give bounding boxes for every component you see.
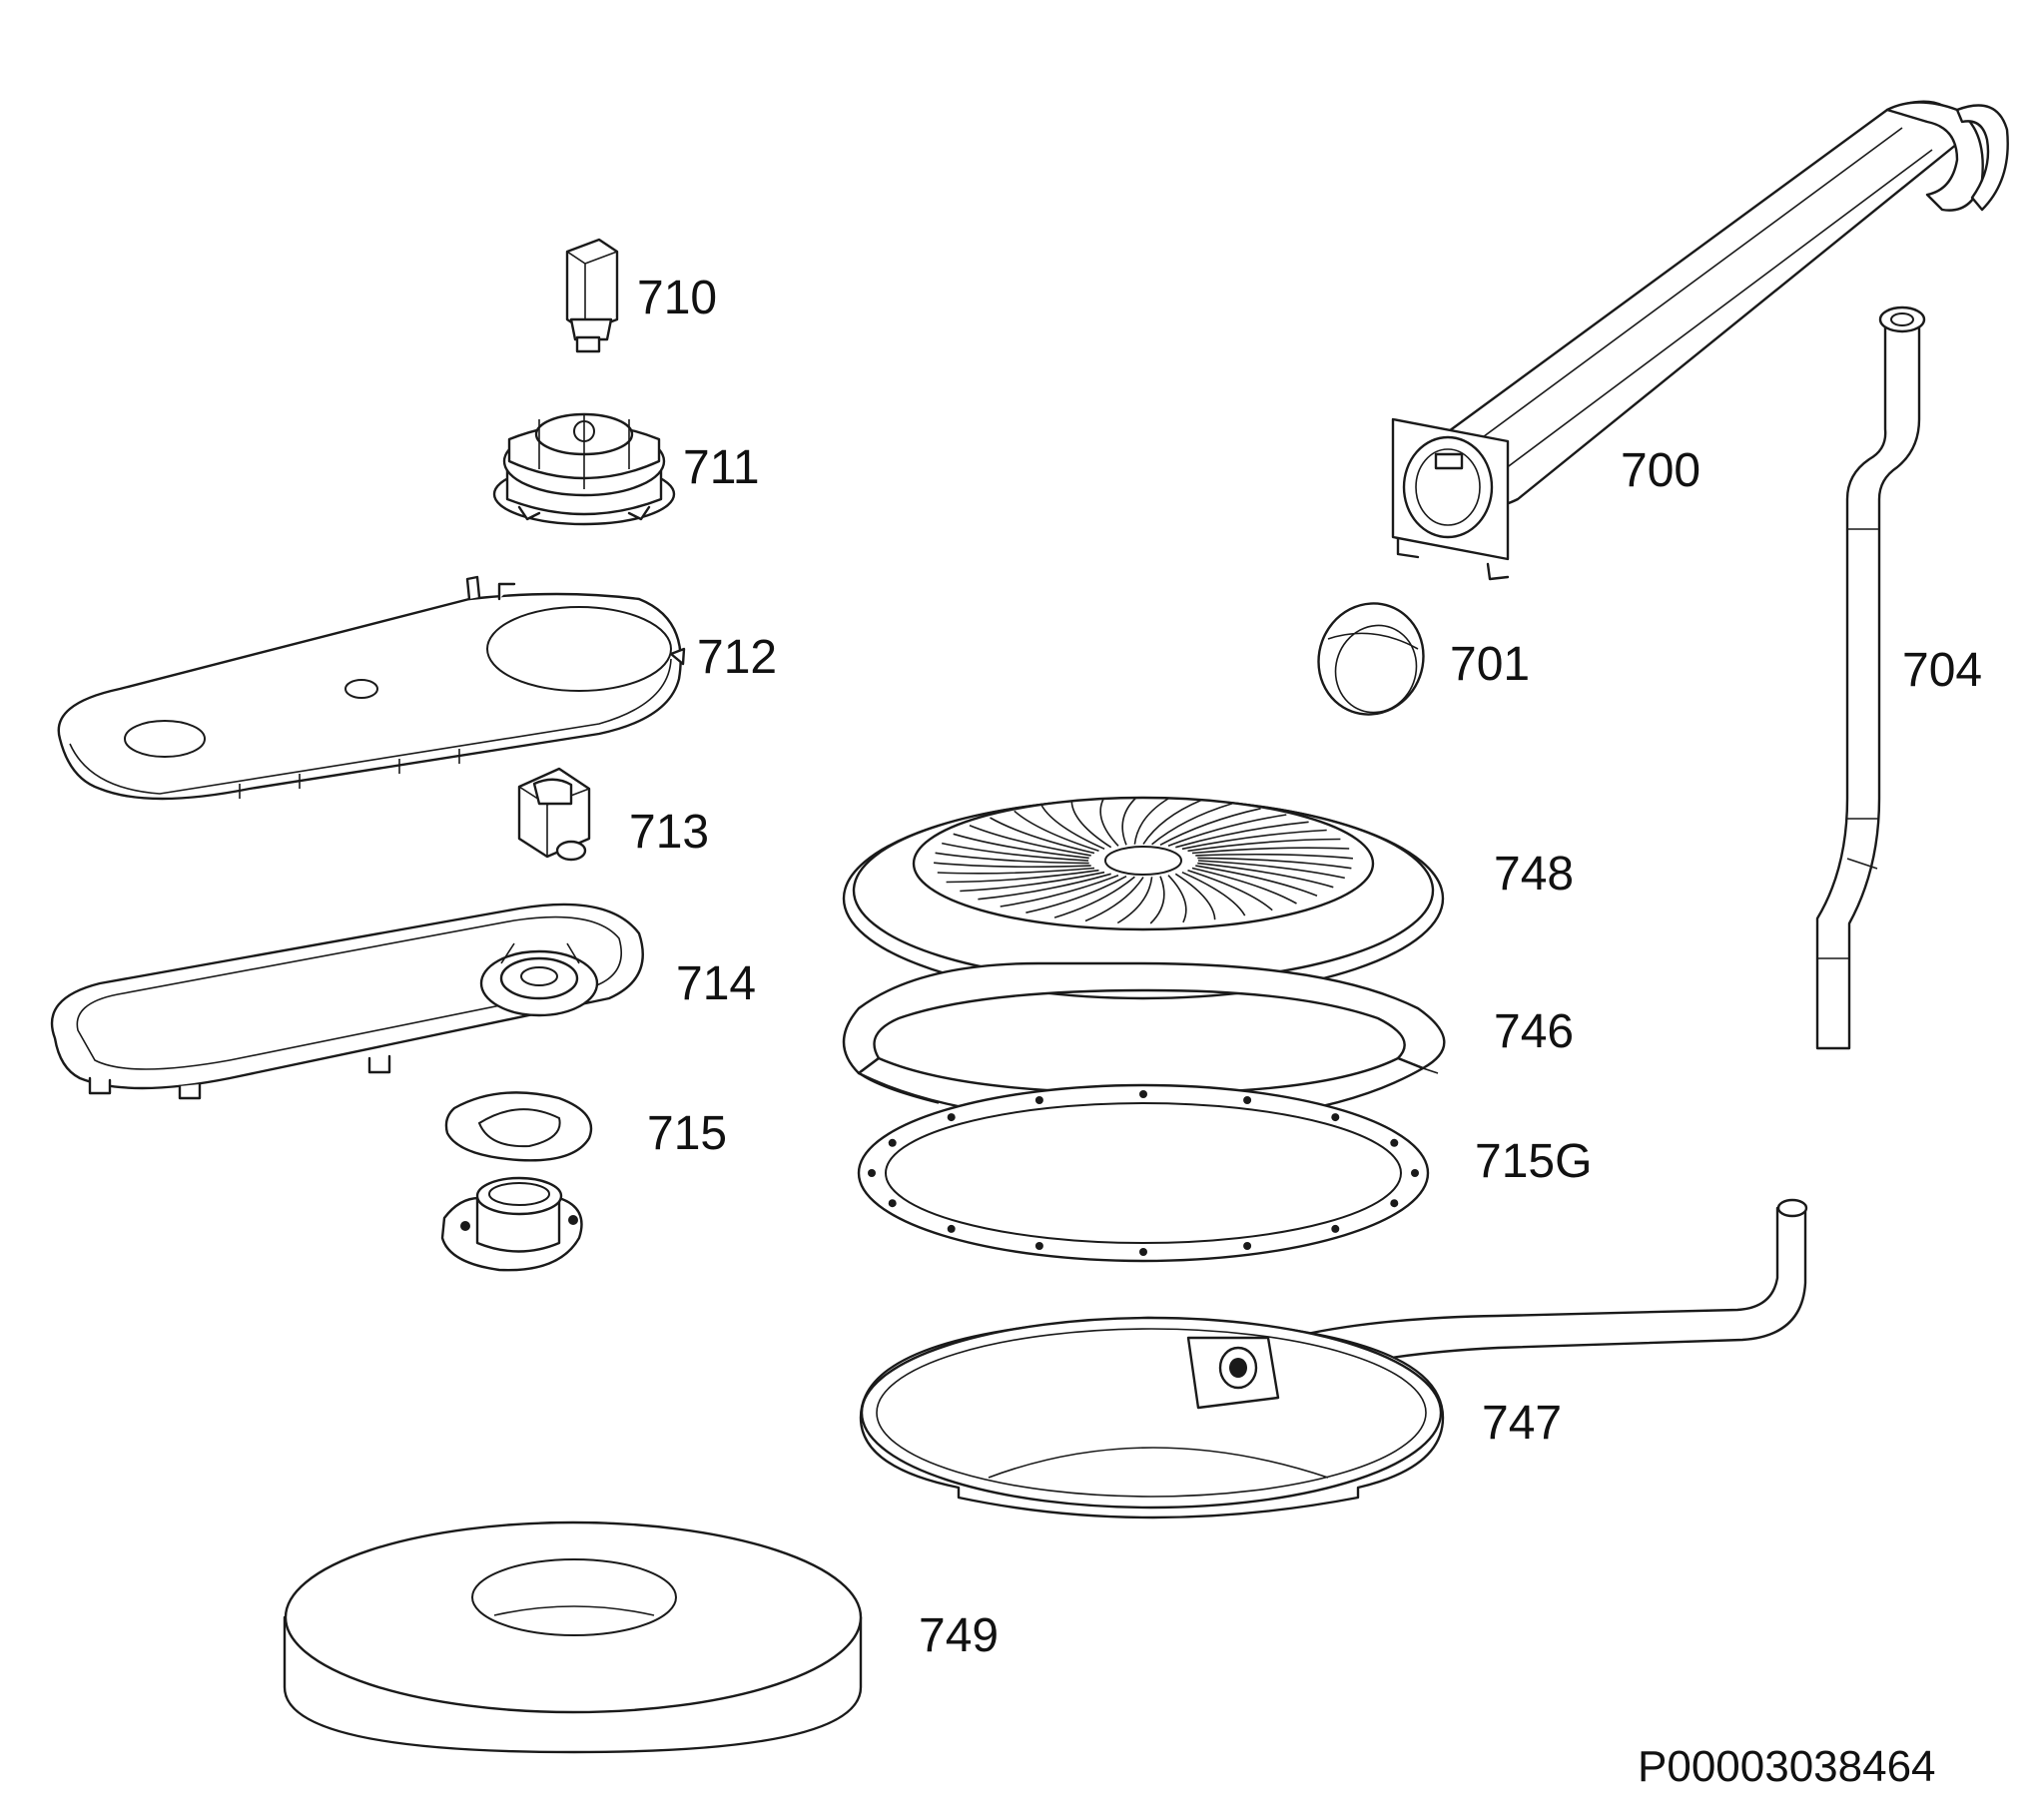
gasket-hole [1411,1169,1419,1177]
label-746: 746 [1494,1005,1575,1058]
grille-slot [1159,808,1261,847]
grille-slot [978,873,1111,901]
gasket-hole [1331,1224,1340,1233]
gasket-hole [888,1199,897,1208]
grille-slot [969,824,1091,857]
grille-slot [1181,871,1246,916]
label-701: 701 [1450,638,1531,691]
grille-slot [1070,801,1112,849]
grille-slot [1195,865,1318,898]
grille-slot [946,869,1099,884]
grille-slot [1000,874,1119,908]
part-711-drawing [492,412,676,526]
grille-slot [1191,867,1297,905]
grille-slot [1175,821,1309,849]
grille-slot [1191,847,1350,855]
grille-slot [942,842,1089,862]
grille-slot [1167,814,1287,848]
gasket-bolt-holes [868,1090,1419,1256]
part-747-drawing [859,1198,1808,1519]
grille-slot [1197,857,1352,870]
gasket-hole [1390,1138,1399,1147]
filter-grille-slots [934,797,1353,924]
label-749: 749 [919,1609,1000,1662]
grille-slot [1040,805,1105,851]
part-715G-drawing [857,1083,1430,1263]
label-715: 715 [647,1107,728,1160]
label-711: 711 [683,441,760,494]
gasket-hole [1243,1242,1252,1250]
part-701-drawing [1317,602,1425,716]
label-748: 748 [1494,848,1575,901]
part-712-drawing [57,575,686,801]
grille-slot [934,862,1091,869]
grille-slot [1167,875,1187,923]
grille-slot [1116,877,1153,924]
grille-slot [1197,862,1334,889]
grille-slot [990,817,1095,855]
grille-slot [1133,797,1170,845]
label-713: 713 [629,806,710,859]
gasket-hole [1243,1096,1252,1104]
gasket-hole [1139,1090,1147,1098]
part-714-drawing [50,903,644,1100]
label-712: 712 [697,631,778,684]
gasket-hole [1390,1199,1399,1208]
gasket-hole [947,1113,956,1122]
label-715G: 715G [1475,1135,1593,1188]
grille-slot [1197,860,1345,880]
part-704-drawing [1815,305,1926,1050]
grille-slot [1174,873,1216,920]
grille-slot [1025,875,1127,913]
grille-slot [953,833,1089,860]
label-714: 714 [676,957,757,1010]
label-700: 700 [1621,444,1701,497]
grille-slot [1053,876,1135,918]
gasket-hole [1034,1242,1043,1250]
grille-slot [1195,853,1353,860]
gasket-hole [1139,1248,1147,1256]
part-713-drawing [517,767,591,862]
label-710: 710 [637,272,718,324]
part-700-drawing [1391,100,2009,581]
part-748-drawing [842,796,1445,1000]
grille-slot [1151,803,1233,846]
grille-slot [1099,798,1119,847]
grille-slot [1187,838,1341,853]
label-704: 704 [1902,644,1983,697]
grille-slot [935,852,1089,865]
grille-slot [937,867,1095,875]
grille-slot [1121,797,1137,846]
grille-slot [1084,877,1144,922]
gasket-hole [947,1224,956,1233]
gasket-hole [1331,1113,1340,1122]
part-710-drawing [565,238,619,353]
gasket-hole [888,1138,897,1147]
gasket-hole [868,1169,876,1177]
document-id: P00003038464 [1638,1742,1936,1791]
grille-slot [960,871,1105,893]
grille-slot [1181,829,1327,851]
gasket-hole [1034,1096,1043,1104]
label-747: 747 [1482,1397,1563,1450]
grille-slot [1014,810,1099,853]
grille-slot [1187,869,1273,911]
part-715-drawing [440,1091,593,1272]
grille-slot [1142,799,1202,845]
part-749-drawing [283,1520,863,1754]
grille-slot [1149,876,1165,924]
